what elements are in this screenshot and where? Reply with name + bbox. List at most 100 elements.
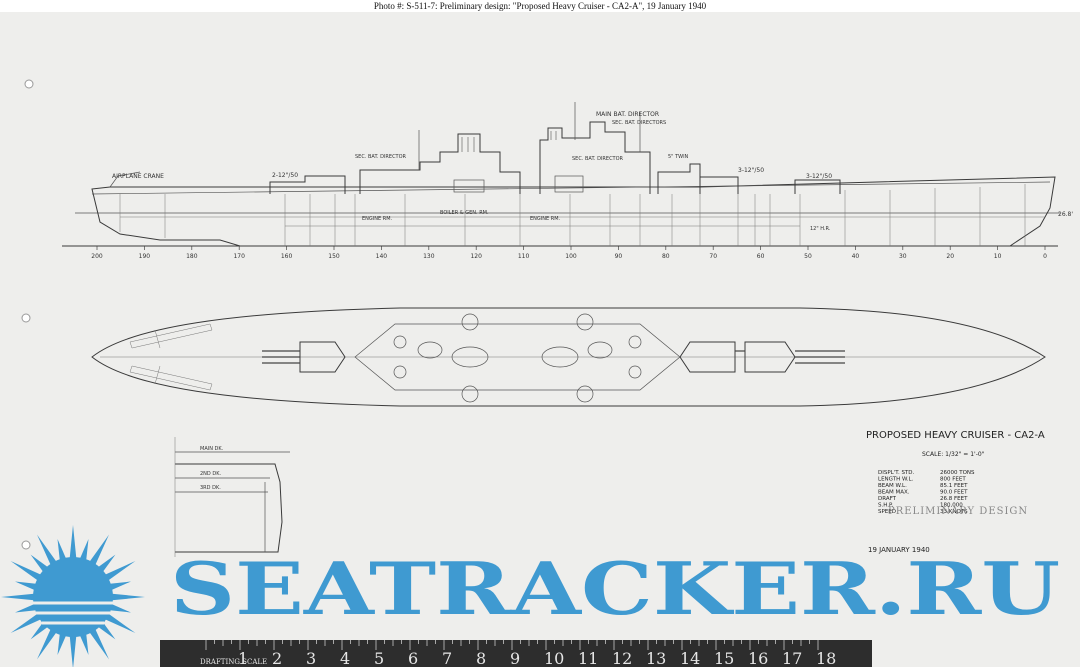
ruler-number: 18: [816, 649, 836, 667]
binder-hole: [21, 540, 31, 550]
label-sec-director-2: SEC. BAT. DIRECTOR: [355, 154, 407, 160]
frame-number: 140: [376, 253, 388, 260]
plan-view: [91, 307, 1046, 407]
sun-ray: [79, 632, 89, 655]
sun-ray: [110, 593, 145, 601]
drawing-scale: SCALE: 1/32" = 1'-0": [922, 451, 985, 458]
sun-ray: [37, 534, 57, 566]
sun-ray: [57, 539, 67, 562]
spec-value: 26000 TONS: [940, 470, 975, 476]
frame-number: 80: [662, 253, 670, 260]
sun-ray: [10, 561, 42, 581]
label-boiler: BOILER & GEN. RM.: [440, 210, 489, 216]
ruler-number: 16: [748, 649, 768, 667]
watermark-text: SEATRACKER.RU: [170, 546, 1060, 631]
ruler-number: 3: [306, 649, 316, 667]
spec-label: DISPL'T. STD.: [878, 470, 915, 476]
frame-number: 160: [281, 253, 293, 260]
sun-ray: [104, 561, 136, 581]
ruler-number: 17: [782, 649, 802, 667]
ruler-number: 10: [544, 649, 564, 667]
frame-number: 50: [804, 253, 812, 260]
frame-number: 110: [518, 253, 530, 260]
frame-number: 40: [852, 253, 860, 260]
frame-number: 60: [757, 253, 765, 260]
label-main-director: MAIN BAT. DIRECTOR: [596, 111, 659, 118]
sun-ray: [37, 628, 57, 660]
label-3rd-deck: 3RD DK.: [200, 485, 221, 491]
spec-value: 26.8 FEET: [940, 496, 968, 502]
spec-value: 33 KNOTS: [940, 509, 968, 515]
ruler-number: 5: [374, 649, 384, 667]
label-engine: ENGINE RM.: [362, 216, 393, 222]
sun-ray: [97, 554, 116, 573]
spec-label: BEAM MAX.: [878, 490, 910, 496]
spec-value: 800 FEET: [940, 477, 966, 483]
ruler-number: 12: [612, 649, 632, 667]
ruler-number: 15: [714, 649, 734, 667]
sun-ray: [108, 603, 131, 613]
ruler-number: 2: [272, 649, 282, 667]
sun-ray: [30, 554, 49, 573]
title-block: PROPOSED HEAVY CRUISER - CA2-A SCALE: 1/…: [866, 430, 1045, 554]
label-draft-mark: 26.8': [1058, 211, 1073, 218]
spec-label: BEAM W.L.: [878, 483, 907, 489]
frame-number: 130: [423, 253, 435, 260]
frame-number: 190: [139, 253, 151, 260]
frame-number: 0: [1043, 253, 1047, 260]
sun-ray: [89, 534, 109, 566]
ruler-number: 6: [408, 649, 418, 667]
sun-ray: [15, 581, 38, 591]
drawing-date: 19 JANUARY 1940: [868, 546, 930, 554]
sun-ray: [79, 539, 89, 562]
label-2nd-deck: 2ND DK.: [200, 471, 221, 477]
frame-number: 100: [565, 253, 577, 260]
spec-label: SPEED: [878, 509, 896, 515]
sun-ray: [108, 581, 131, 591]
spec-label: DRAFT: [878, 496, 897, 502]
preliminary-stamp: PRELIMINARY DESIGN: [888, 506, 1028, 517]
frame-number: 20: [946, 253, 954, 260]
drawing-title: PROPOSED HEAVY CRUISER - CA2-A: [866, 430, 1045, 441]
ruler-number: 14: [680, 649, 700, 667]
spec-value: 90.0 FEET: [940, 490, 968, 496]
label-sec-director: SEC. BAT. DIRECTORS: [612, 120, 666, 126]
label-handling: 12" H.R.: [810, 226, 831, 232]
label-main-deck: MAIN DK.: [200, 446, 224, 452]
spec-label: S.H.P.: [878, 503, 893, 509]
ruler-number: 11: [578, 649, 598, 667]
frame-number: 30: [899, 253, 907, 260]
ruler-brand: DRAFTING SCALE: [200, 658, 267, 666]
ruler-number: 4: [340, 649, 350, 667]
ruler-number: 1: [238, 649, 248, 667]
label-twin-fwd: 3-12"/50: [806, 173, 832, 180]
frame-number: 170: [233, 253, 245, 260]
ruler-number: 9: [510, 649, 520, 667]
frame-number: 10: [994, 253, 1002, 260]
spec-value: 180,000: [940, 503, 963, 509]
binder-hole: [21, 313, 31, 323]
watermark-logo: SEATRACKER.RU: [1, 525, 1060, 667]
frame-number: 90: [615, 253, 623, 260]
sun-ray: [69, 634, 77, 667]
label-engine-2: ENGINE RM.: [530, 216, 561, 222]
sun-ray: [69, 525, 77, 560]
sun-ray: [97, 621, 116, 640]
frame-number: 200: [91, 253, 103, 260]
frame-number: 70: [709, 253, 717, 260]
photo-caption: Photo #: S-511-7: Preliminary design: "P…: [373, 1, 707, 11]
sun-ray: [15, 603, 38, 613]
label-airplane-crane: AIRPLANE CRANE: [112, 173, 164, 180]
sun-icon: [33, 557, 113, 637]
spec-label: LENGTH W.L.: [878, 477, 914, 483]
midship-section: MAIN DK. 2ND DK. 3RD DK.: [174, 437, 290, 557]
label-triple-fwd: 3-12"/50: [738, 167, 764, 174]
frame-number: 120: [470, 253, 482, 260]
label-twin-aft: 2-12"/50: [272, 172, 298, 179]
sun-ray: [10, 613, 42, 633]
binder-hole: [24, 79, 34, 89]
sun-ray: [89, 628, 109, 660]
